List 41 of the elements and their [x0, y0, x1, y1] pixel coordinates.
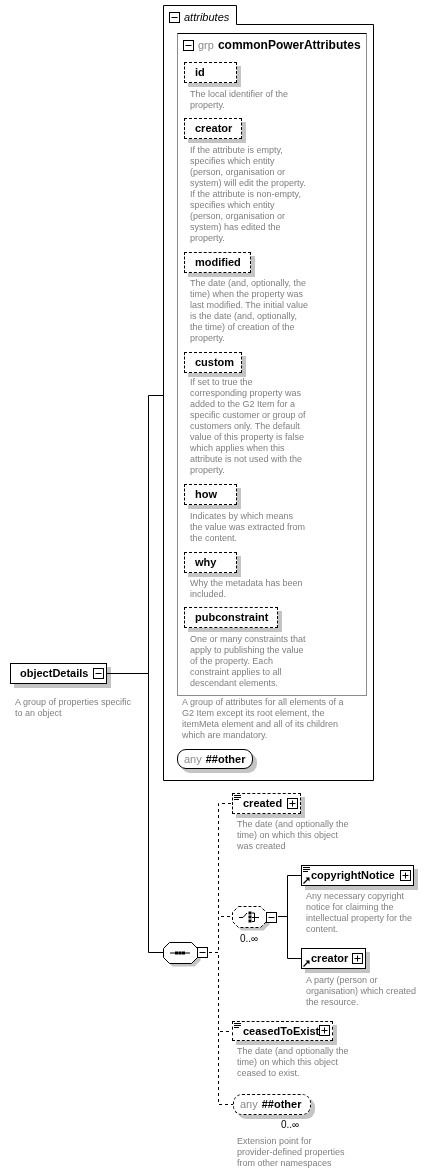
attribute-group-box [177, 33, 367, 696]
occurrence-label: 0..∞ [240, 933, 259, 945]
description-text: If set to true the corresponding property was added to the G2 Item for a specific customer or group of customers only. The default value of this property is false which applies when this attribute is not used with the property. [190, 377, 307, 476]
sequence-compositor [163, 942, 209, 967]
description-text: The date (and optionally the time) on which this object was created [237, 819, 349, 852]
attribute-name: why [195, 556, 217, 569]
element-name: ceasedToExist [243, 1024, 320, 1038]
group-keyword: grp [198, 38, 214, 52]
connector-line [208, 952, 234, 1105]
group-name: commonPowerAttributes [217, 38, 361, 52]
description-text: The local identifier of the property. [190, 89, 290, 111]
panel-title: attributes [184, 10, 230, 24]
element-name: copyrightNotice [311, 869, 395, 882]
namespace-name: ##other [205, 752, 246, 766]
occurrence-label: 0..∞ [281, 1119, 300, 1131]
description-text: Extension point for provider-defined properties from other namespaces [237, 1136, 346, 1169]
description-text: The date (and optionally the time) on which this object ceased to exist. [237, 1046, 349, 1079]
attribute-name: id [195, 66, 205, 79]
attribute-name: custom [195, 356, 235, 369]
description-text: Any necessary copyright notice for claiming the intellectual property for the content. [306, 891, 414, 935]
namespace-name: ##other [261, 1098, 302, 1111]
description-text: The date (and, optionally, the time) when the property was last modified. The initial value is the date (and, optionally, the time) of creation of the property. [190, 278, 308, 344]
wildcard-keyword: any [240, 1098, 258, 1111]
element-name: objectDetails [20, 667, 89, 680]
element-name: created [243, 797, 283, 810]
element-name: creator [311, 952, 349, 965]
choice-compositor [232, 906, 278, 931]
description-text: If the attribute is empty, specifies which entity (person, organisation or system) will edit the property. If the attribute is non-empty, specifies which entity (person, organisation or system) has edited the property. [190, 145, 307, 244]
attribute-name: modified [195, 256, 241, 269]
description-text: Why the metadata has been included. [190, 578, 304, 600]
attribute-name: how [195, 488, 217, 501]
attribute-name: creator [195, 122, 233, 135]
description-text: One or many constraints that apply to publishing the value of the property. Each constraint applies to all descendant elements. [190, 634, 307, 689]
attribute-name: pubconstraint [195, 611, 269, 624]
wildcard-keyword: any [184, 752, 202, 766]
connector-line [277, 916, 302, 959]
description-text: Indicates by which means the value was extracted from the content. [190, 511, 307, 544]
description-text: A party (person or organisation) which created the resource. [306, 975, 418, 1008]
description-text: A group of properties specific to an object [15, 697, 133, 719]
attributes-panel [163, 5, 374, 781]
description-text: A group of attributes for all elements of a G2 Item except its root element, the itemMeta element and all of its children which are mandatory. [182, 697, 345, 741]
